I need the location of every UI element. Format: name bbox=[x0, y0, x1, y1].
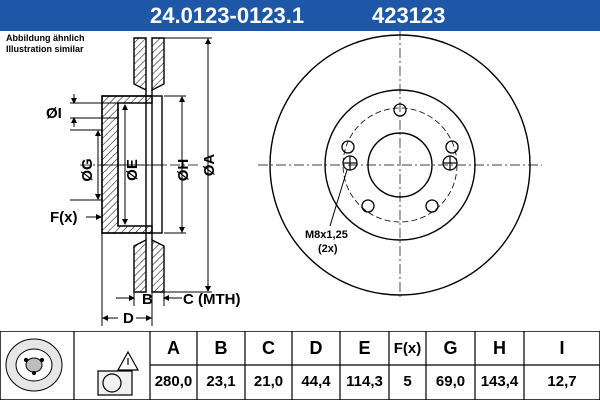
table-value-a: 280,0 bbox=[154, 373, 193, 390]
table-header-f: F(x) bbox=[393, 340, 422, 357]
table-header-c: C bbox=[262, 338, 275, 358]
reference-number: 423123 bbox=[372, 3, 446, 28]
part-number: 24.0123-0123.1 bbox=[150, 3, 305, 28]
threaded-holes bbox=[329, 155, 458, 227]
label-dim-b: B bbox=[142, 291, 153, 308]
label-dim-g: ØG bbox=[79, 158, 96, 181]
table-value-d: 44,4 bbox=[301, 373, 331, 390]
table-value-f: 5 bbox=[403, 373, 412, 390]
table-header-a: A bbox=[167, 338, 180, 358]
table-header-e: E bbox=[358, 338, 371, 358]
spec-table-grid bbox=[0, 331, 600, 400]
label-dim-d: D bbox=[123, 310, 134, 327]
table-value-e: 114,3 bbox=[346, 373, 383, 390]
table-value-g: 69,0 bbox=[435, 373, 466, 390]
table-value-c: 21,0 bbox=[253, 373, 284, 390]
table-header-d: D bbox=[309, 338, 323, 358]
table-value-i: 12,7 bbox=[547, 373, 577, 390]
label-dim-f: F(x) bbox=[50, 209, 78, 226]
label-thread-count: (2x) bbox=[318, 243, 338, 255]
table-header-h: H bbox=[493, 338, 506, 358]
dimension-lines bbox=[70, 37, 212, 326]
table-value-h: 143,4 bbox=[480, 373, 519, 390]
bolt-holes bbox=[341, 103, 459, 213]
note-german: Abbildung ähnlich bbox=[6, 33, 85, 43]
illustration-note: Abbildung ähnlich Illustration similar bbox=[6, 33, 85, 55]
label-thread: M8x1,25 bbox=[305, 229, 348, 241]
note-english: Illustration similar bbox=[6, 44, 84, 54]
side-section-view bbox=[80, 37, 200, 293]
table-value-b: 23,1 bbox=[206, 373, 236, 390]
label-dim-h: ØH bbox=[175, 159, 192, 182]
caliper-icon bbox=[97, 350, 140, 396]
brake-disc-drawing: ØI ØG ØE ØH ØA F(x) B C (MTH) D M8x1,25 … bbox=[46, 31, 542, 327]
label-dim-e: ØE bbox=[124, 159, 141, 181]
front-view bbox=[258, 31, 542, 300]
table-header-i: I bbox=[559, 338, 565, 358]
label-dim-i: ØI bbox=[46, 105, 62, 122]
label-dim-a: ØA bbox=[201, 154, 218, 177]
table-header-g: G bbox=[443, 338, 458, 358]
label-dim-c: C (MTH) bbox=[183, 291, 240, 308]
title-bar bbox=[0, 0, 600, 31]
table-header-b: B bbox=[214, 338, 228, 358]
disc-thumbnail-icon bbox=[5, 338, 63, 392]
